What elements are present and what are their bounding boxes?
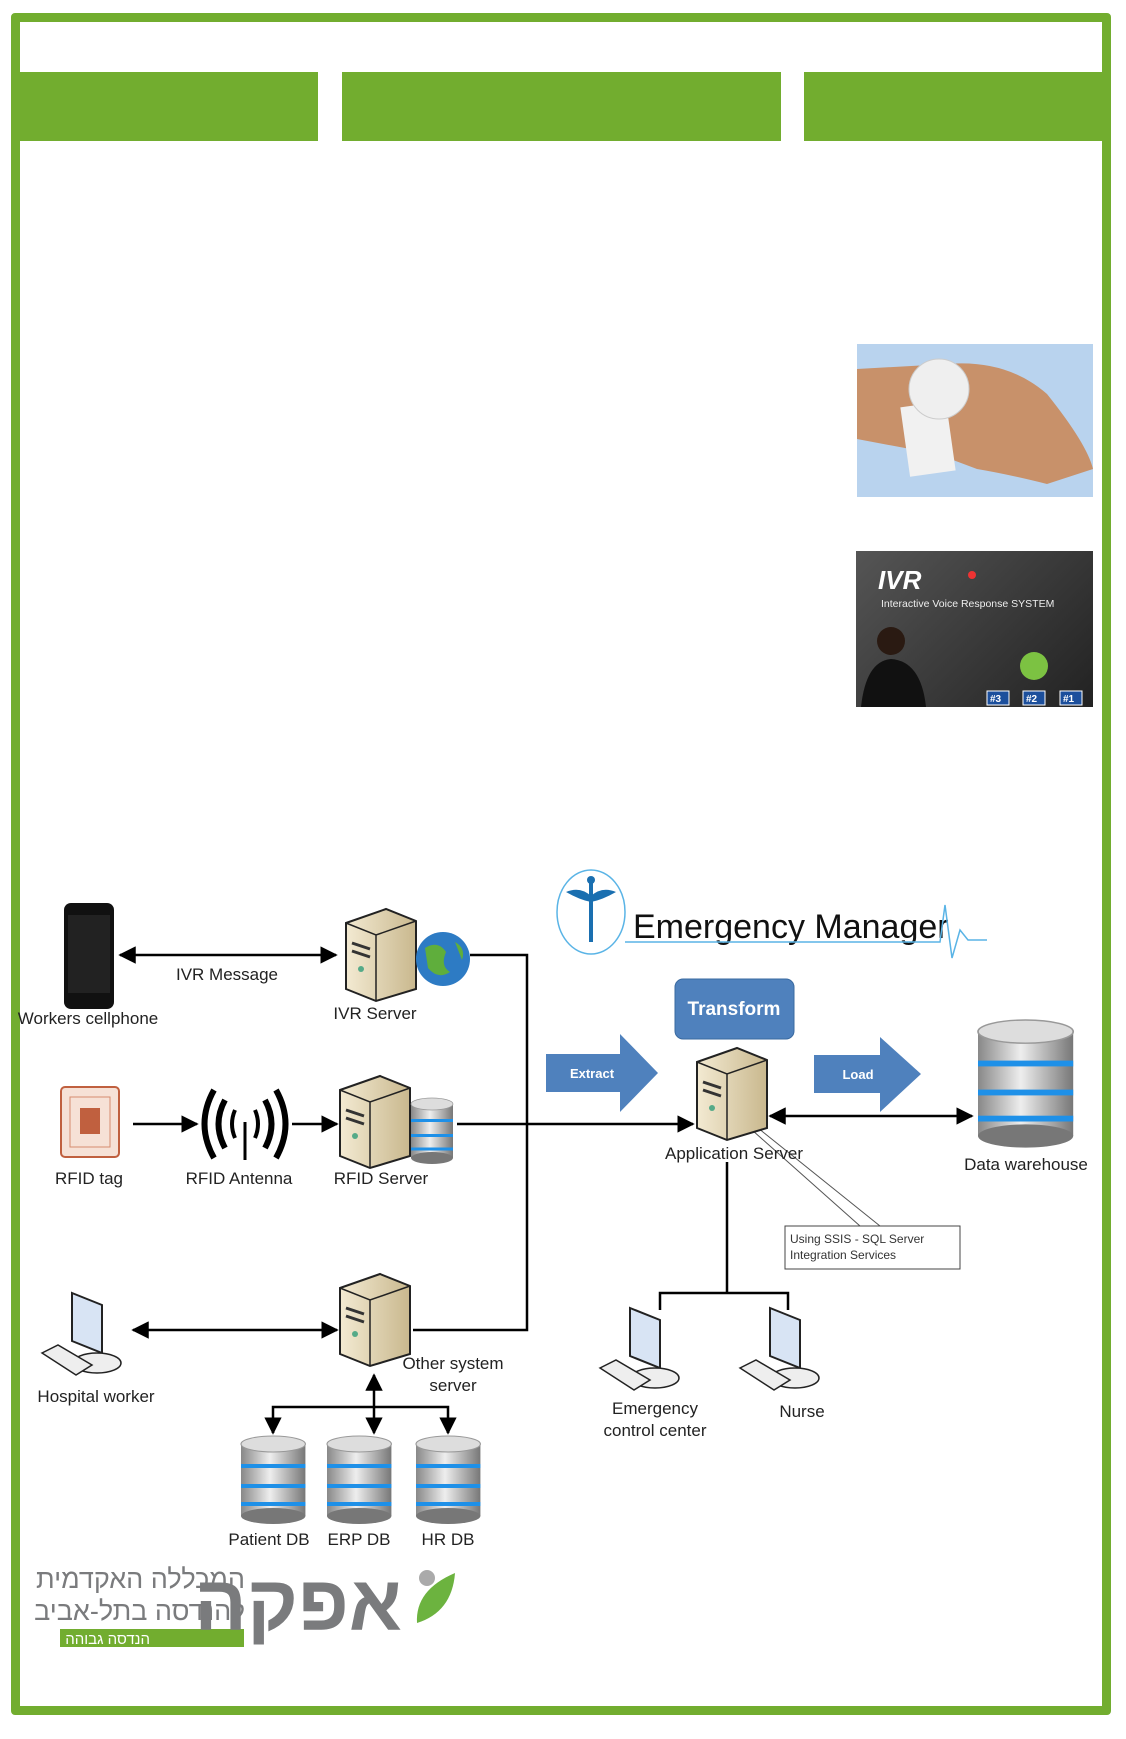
- logo-name: אפקה: [194, 1559, 402, 1647]
- emergency-computer-icon: [599, 1307, 680, 1391]
- hospital-worker-computer-icon: [41, 1292, 122, 1376]
- transform-box: Transform: [674, 978, 795, 1040]
- extract-arrow: Extract: [546, 1034, 658, 1112]
- data-warehouse-icon: [977, 1019, 1075, 1149]
- logo-dot-icon: [419, 1570, 435, 1586]
- application-server-label: Application Server: [665, 1144, 803, 1163]
- transform-label: Transform: [688, 999, 781, 1020]
- other-server-label-2: server: [429, 1376, 477, 1395]
- hr-db-label: HR DB: [422, 1530, 475, 1549]
- key-1: #1: [1063, 694, 1075, 705]
- ivr-subtitle: Interactive Voice Response SYSTEM: [881, 598, 1054, 610]
- key-3: #3: [990, 694, 1002, 705]
- logo-line2: להנדסה בתל-אביב: [34, 1596, 245, 1626]
- header-bar-center: [342, 72, 781, 141]
- data-warehouse-label: Data warehouse: [964, 1155, 1088, 1174]
- header-bar-right: [804, 72, 1103, 141]
- ivr-to-bus-line: [413, 953, 529, 1332]
- rfid-wristband-photo: [857, 344, 1093, 497]
- rfid-tag-icon: [60, 1086, 120, 1158]
- cellphone-icon: [64, 903, 114, 1009]
- phone-label: Workers cellphone: [18, 1009, 158, 1028]
- callout-line2: Integration Services: [790, 1248, 896, 1262]
- callout-line1: Using SSIS - SQL Server: [790, 1232, 924, 1246]
- page-frame: [11, 13, 1111, 1715]
- load-label: Load: [842, 1067, 873, 1082]
- hospital-worker-label: Hospital worker: [37, 1387, 154, 1406]
- ivr-title: IVR: [878, 565, 922, 595]
- connectors: [118, 946, 974, 1435]
- logo-tagline: הנדסה גבוהה: [65, 1631, 150, 1648]
- other-server-label-1: Other system: [402, 1354, 503, 1373]
- caduceus-icon: [566, 876, 616, 942]
- brand-title: Emergency Manager: [633, 908, 949, 946]
- leaf-icon: [416, 1573, 455, 1623]
- rfid-antenna-label: RFID Antenna: [186, 1169, 293, 1188]
- emergency-label-1: Emergency: [612, 1399, 698, 1418]
- rfid-server-label: RFID Server: [334, 1169, 429, 1188]
- patient-db-icon: [240, 1435, 306, 1525]
- antenna-icon: [201, 1088, 289, 1160]
- application-server-icon: [695, 1046, 769, 1142]
- callout-box: Using SSIS - SQL Server Integration Serv…: [784, 1225, 961, 1270]
- header-bar-left: [20, 72, 318, 141]
- key-2: #2: [1026, 694, 1038, 705]
- rfid-db-icon: [410, 1097, 454, 1165]
- extract-label: Extract: [570, 1066, 615, 1081]
- ivr-message-label: IVR Message: [176, 965, 278, 984]
- load-arrow: Load: [814, 1037, 921, 1112]
- ivr-system-image: IVR Interactive Voice Response SYSTEM #3…: [856, 551, 1093, 707]
- callout-pointer: [751, 1127, 881, 1227]
- erp-db-icon: [326, 1435, 392, 1525]
- logo-line1: המכללה האקדמית: [36, 1564, 245, 1594]
- nurse-computer-icon: [739, 1307, 820, 1391]
- erp-db-label: ERP DB: [328, 1530, 391, 1549]
- patient-db-label: Patient DB: [228, 1530, 309, 1549]
- phone-icon: [1020, 652, 1048, 680]
- afeka-logo: המכללה האקדמית להנדסה בתל-אביב הנדסה גבו…: [34, 1559, 455, 1648]
- ivr-server-icon: [344, 907, 418, 1003]
- emergency-label-2: control center: [604, 1421, 707, 1440]
- other-system-server-icon: [338, 1272, 412, 1368]
- rfid-tag-label: RFID tag: [55, 1169, 123, 1188]
- ivr-server-label: IVR Server: [333, 1004, 416, 1023]
- emergency-manager-logo: Emergency Manager: [556, 869, 987, 959]
- hr-db-icon: [415, 1435, 481, 1525]
- rfid-server-icon: [338, 1074, 412, 1170]
- nurse-label: Nurse: [779, 1402, 824, 1421]
- heartbeat-icon: [625, 904, 987, 959]
